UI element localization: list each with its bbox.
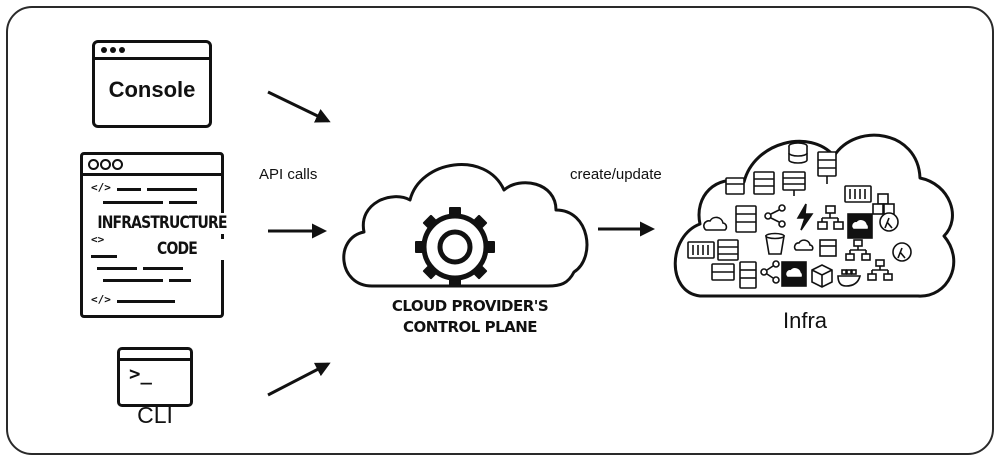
server-icon-2 bbox=[717, 239, 739, 261]
cloud-upload-tile-icon bbox=[847, 213, 873, 239]
code-line bbox=[117, 188, 141, 191]
console-window-icon: Console bbox=[92, 40, 212, 128]
gear-icon bbox=[415, 207, 495, 287]
server-icon-3 bbox=[711, 263, 735, 281]
terminal-title-bar bbox=[120, 350, 190, 361]
code-line bbox=[169, 279, 191, 282]
create-update-label: create/update bbox=[570, 166, 662, 183]
cube-icon bbox=[811, 264, 833, 288]
cloud-upload-tile-icon-2 bbox=[781, 261, 807, 287]
arrow-cli-to-control-plane bbox=[267, 362, 331, 397]
code-line bbox=[103, 279, 163, 282]
code-line bbox=[103, 201, 163, 204]
hierarchy-icon-2 bbox=[845, 239, 871, 261]
rack-icon bbox=[739, 261, 757, 289]
hierarchy-icon bbox=[817, 205, 844, 230]
terminal-window-icon: >_ bbox=[117, 347, 193, 407]
cube-cluster-icon bbox=[872, 193, 895, 215]
storage-array-icon bbox=[844, 185, 872, 203]
code-line bbox=[97, 267, 137, 270]
window-dot bbox=[110, 47, 116, 53]
cloud-share-icon bbox=[793, 239, 814, 251]
control-plane-label: CLOUD PROVIDER'S CONTROL PLANE bbox=[370, 296, 570, 338]
lambda-icon bbox=[879, 212, 899, 232]
server-stack-icon bbox=[735, 205, 757, 233]
cli-label: CLI bbox=[137, 402, 173, 428]
code-line bbox=[169, 201, 197, 204]
package-icon bbox=[819, 239, 837, 257]
control-plane-label-line1: CLOUD PROVIDER'S bbox=[391, 297, 549, 315]
lightning-icon bbox=[796, 203, 814, 231]
code-tag: <> bbox=[91, 233, 105, 246]
container-icon bbox=[837, 269, 862, 287]
network-icon bbox=[760, 260, 780, 284]
console-title-bar bbox=[95, 43, 209, 60]
code-line bbox=[91, 255, 117, 258]
api-calls-label: API calls bbox=[259, 166, 318, 183]
infra-icon-grid bbox=[687, 142, 912, 289]
code-tag: </> bbox=[91, 293, 111, 306]
share-icon bbox=[764, 204, 786, 228]
server-rack-icon-2 bbox=[782, 171, 806, 196]
terminal-prompt-icon: >_ bbox=[129, 363, 152, 385]
storage-array-icon-2 bbox=[687, 241, 715, 259]
iac-title-line2: CODE bbox=[116, 239, 238, 260]
iac-title-bar bbox=[83, 155, 221, 176]
arrow-console-to-control-plane bbox=[267, 90, 331, 123]
code-line bbox=[143, 267, 183, 270]
window-dot bbox=[101, 47, 107, 53]
server-icon bbox=[753, 171, 775, 195]
code-line bbox=[147, 188, 197, 191]
window-dot bbox=[119, 47, 125, 53]
bucket-icon bbox=[765, 232, 785, 255]
console-label: Console bbox=[108, 77, 196, 102]
window-dot bbox=[88, 159, 99, 170]
server-rack-icon bbox=[817, 151, 837, 184]
database-icon bbox=[788, 142, 808, 164]
infrastructure-code-document-icon: </> INFRASTRUCTURE <> CODE </> bbox=[80, 152, 238, 318]
window-dot bbox=[112, 159, 123, 170]
code-tag: </> bbox=[91, 181, 111, 194]
code-line bbox=[117, 300, 175, 303]
hierarchy-icon-3 bbox=[867, 259, 893, 281]
iac-title-line1: INFRASTRUCTURE bbox=[89, 213, 235, 234]
control-plane-label-line2: CONTROL PLANE bbox=[402, 318, 538, 336]
infra-label: Infra bbox=[782, 308, 828, 333]
lambda-icon-2 bbox=[892, 242, 912, 262]
cloud-icon bbox=[703, 216, 728, 231]
storage-box-icon bbox=[725, 177, 745, 195]
window-dot bbox=[100, 159, 111, 170]
